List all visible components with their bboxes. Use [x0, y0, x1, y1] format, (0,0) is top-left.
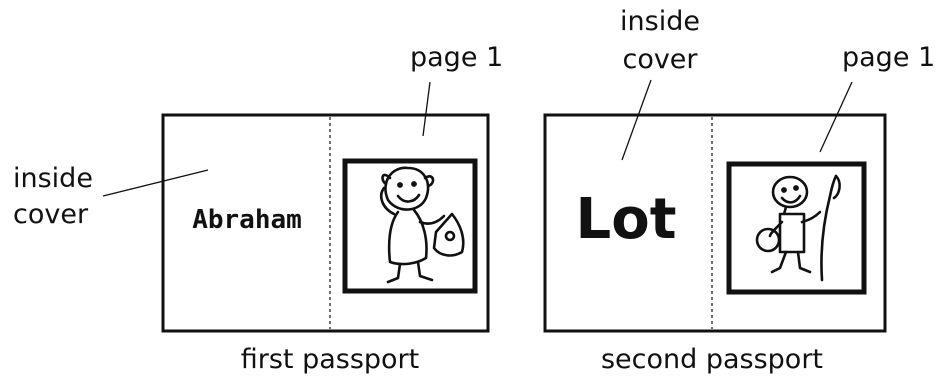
second-passport-cover-pointer — [621, 79, 652, 161]
first-passport-cover-label-line2: cover — [13, 199, 89, 230]
second-passport-name: Lot — [576, 187, 677, 252]
first-passport-cover-pointer — [102, 169, 209, 197]
first-passport-page-pointer — [422, 81, 431, 137]
first-passport: Abraham first passport page 1 inside cov… — [13, 42, 503, 375]
second-passport-page-label: page 1 — [842, 42, 935, 73]
second-passport-cover-label-line2: cover — [622, 44, 698, 75]
second-passport-page-pointer — [819, 81, 853, 153]
first-passport-cover-label-line1: inside — [13, 163, 93, 194]
first-passport-photo-frame — [342, 158, 478, 294]
first-passport-page-label: page 1 — [410, 42, 503, 73]
stick-figure-with-staff-icon — [755, 174, 841, 282]
stick-figure-with-bag-icon — [380, 166, 465, 284]
first-passport-caption: first passport — [241, 344, 420, 375]
second-passport: Lot second passport page 1 inside cover — [543, 6, 935, 375]
first-passport-name: Abraham — [192, 205, 302, 235]
second-passport-cover-label-line1: inside — [620, 6, 700, 37]
second-passport-caption: second passport — [601, 344, 823, 375]
